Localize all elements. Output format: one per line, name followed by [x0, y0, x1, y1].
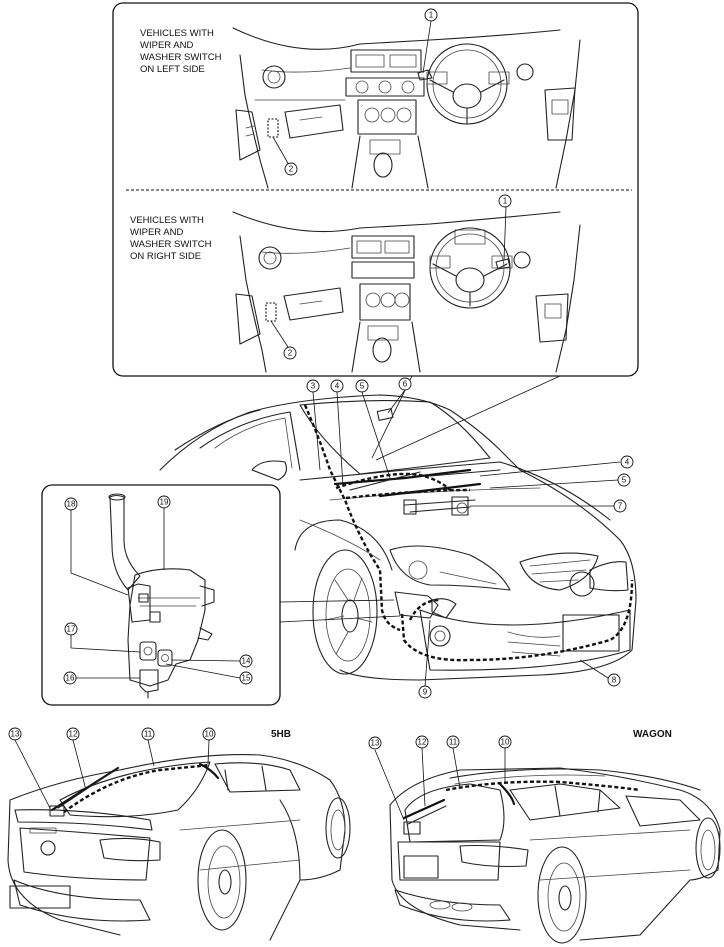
callout-tank-14: 14 — [242, 657, 251, 666]
callout-tank-19: 19 — [160, 498, 169, 507]
interior-left-drive — [232, 20, 581, 189]
callout-front-8: 8 — [612, 676, 617, 685]
callout-front-5b: 5 — [622, 476, 627, 485]
right-side-label-4: ON RIGHT SIDE — [130, 251, 201, 262]
callout-front-6: 6 — [403, 380, 408, 389]
callout-tank-16: 16 — [66, 674, 75, 683]
callout-wg-13: 13 — [371, 739, 380, 748]
wagon-label: WAGON — [633, 729, 672, 740]
callout-front-7: 7 — [618, 502, 623, 511]
callout-front-4b: 4 — [625, 458, 630, 467]
callout-inset-top-2: 2 — [289, 165, 294, 174]
wagon-rear-view: 13 12 11 10 WAGON — [368, 729, 721, 944]
left-side-label-4: ON LEFT SIDE — [140, 64, 205, 75]
left-side-label-1: VEHICLES WITH — [140, 28, 214, 39]
callout-hb-10: 10 — [205, 730, 214, 739]
front-car: 3 4 5 6 4 5 7 8 9 — [159, 377, 637, 699]
right-side-label-3: WASHER SWITCH — [130, 239, 212, 250]
callout-hb-13: 13 — [11, 730, 20, 739]
callout-inset-top-1: 1 — [429, 11, 434, 20]
callout-wg-11: 11 — [449, 738, 458, 747]
callout-wg-10: 10 — [501, 738, 510, 747]
callout-wg-12: 12 — [418, 738, 427, 747]
right-side-label-2: WIPER AND — [130, 227, 183, 238]
callout-inset-bottom-2: 2 — [288, 349, 293, 358]
hatchback-label: 5HB — [271, 729, 291, 740]
callout-tank-17: 17 — [67, 625, 76, 634]
interior-inset: VEHICLES WITH WIPER AND WASHER SWITCH ON… — [112, 2, 639, 461]
washer-tank-inset: 18 19 17 14 16 15 — [41, 484, 281, 706]
callout-tank-15: 15 — [242, 674, 251, 683]
interior-right-drive — [232, 206, 581, 373]
callout-hb-12: 12 — [69, 730, 78, 739]
callout-tank-18: 18 — [67, 500, 76, 509]
callout-inset-bottom-1: 1 — [503, 197, 508, 206]
right-side-label-1: VEHICLES WITH — [130, 215, 204, 226]
callout-hb-11: 11 — [144, 730, 153, 739]
callout-front-5a: 5 — [360, 382, 365, 391]
left-side-label-2: WIPER AND — [140, 40, 193, 51]
callout-front-4a: 4 — [335, 382, 340, 391]
hatchback-rear-view: 13 12 11 10 5HB — [7, 727, 351, 941]
left-side-label-3: WASHER SWITCH — [140, 52, 222, 63]
callout-front-9: 9 — [423, 688, 428, 697]
callout-front-3: 3 — [311, 382, 316, 391]
